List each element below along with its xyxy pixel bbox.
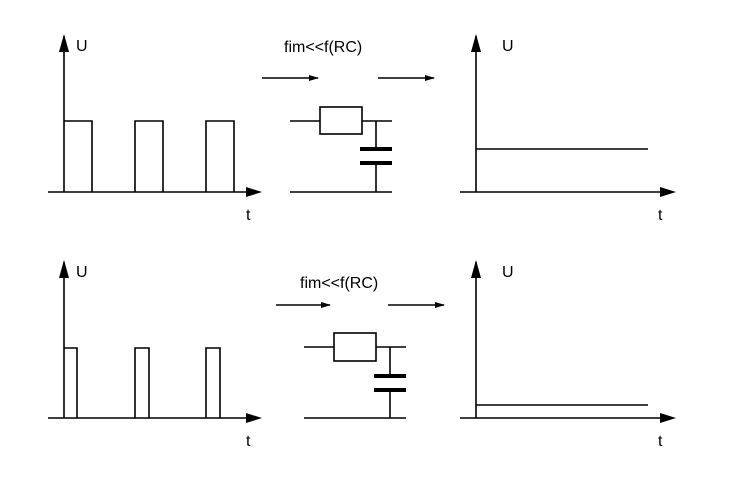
row-1-pulse-train (64, 120, 235, 192)
row-1: U t fim<<f(RC) U t (48, 34, 676, 224)
row-2-output-x-arrow (660, 413, 676, 423)
row-1-output-plot: U t (460, 34, 676, 224)
row-2-rc-circuit (304, 332, 406, 419)
row-2-condition-label: fim<<f(RC) (300, 275, 378, 292)
row-2-input-y-label: U (76, 264, 88, 281)
row-2-input-y-arrow (59, 260, 69, 278)
row-1-input-y-label: U (76, 38, 88, 55)
row-1-input-plot: U t (48, 34, 262, 224)
row-2-output-plot: U t (460, 260, 676, 450)
row-2: U t fim<<f(RC) U t (48, 260, 676, 450)
row-2-resistor (333, 332, 377, 362)
row-2-input-x-label: t (246, 433, 251, 450)
row-2-input-x-arrow (246, 413, 262, 423)
row-2-output-y-label: U (502, 264, 514, 281)
row-1-output-y-label: U (502, 38, 514, 55)
row-1-input-x-label: t (246, 207, 251, 224)
row-1-output-y-arrow (471, 34, 481, 52)
row-2-output-y-arrow (471, 260, 481, 278)
row-2-output-x-label: t (658, 433, 663, 450)
row-1-condition-label: fim<<f(RC) (284, 39, 362, 56)
row-1-input-x-arrow (246, 187, 262, 197)
row-1-input-y-arrow (59, 34, 69, 52)
row-1-output-x-arrow (660, 187, 676, 197)
row-1-rc-circuit (290, 106, 392, 193)
row-1-resistor (319, 106, 363, 135)
row-2-pulse-train (64, 347, 221, 418)
row-1-output-x-label: t (658, 207, 663, 224)
row-2-input-plot: U t (48, 260, 262, 450)
